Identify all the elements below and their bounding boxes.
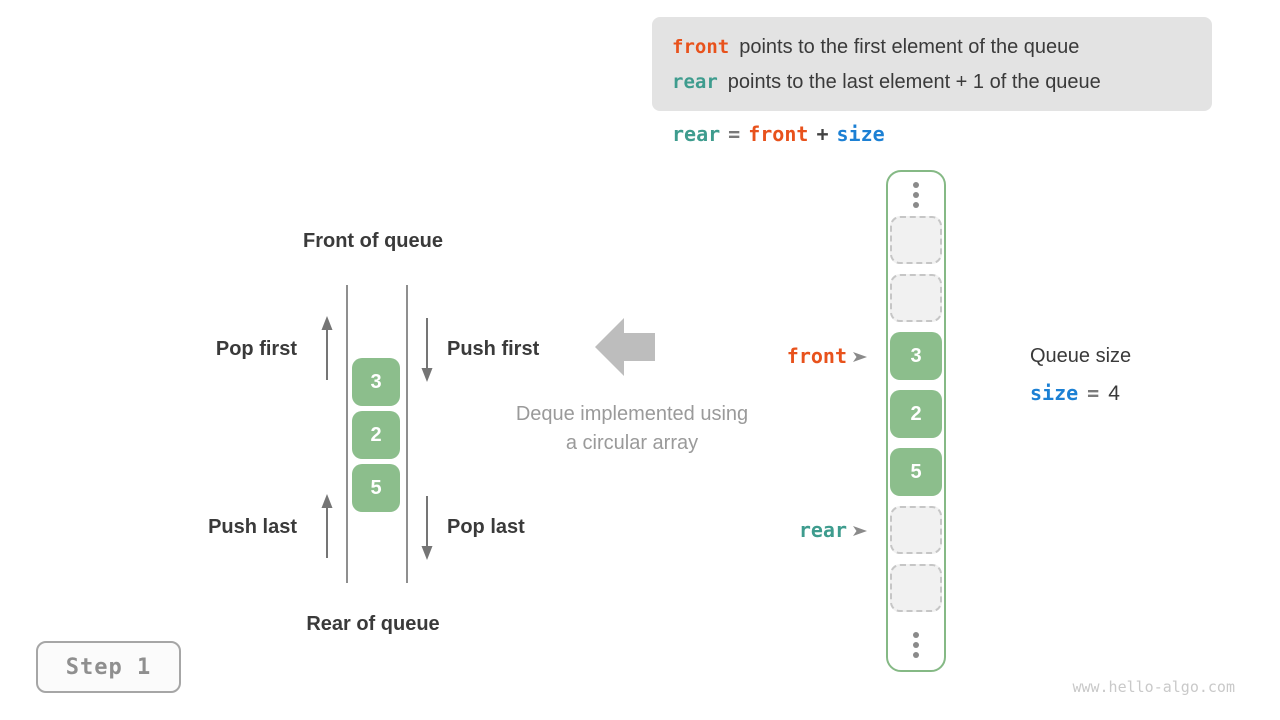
- formula-size: size: [836, 122, 885, 146]
- array-cell-empty: [890, 216, 942, 264]
- deque-cell: 5: [352, 464, 400, 512]
- legend-front-text: points to the first element of the queue: [739, 35, 1080, 58]
- up-arrow-icon: [321, 316, 333, 380]
- push-last-label: Push last: [208, 516, 297, 538]
- array-cell: 5: [890, 448, 942, 496]
- caption-line-2: a circular array: [565, 432, 699, 454]
- left-block-arrow-icon: [595, 318, 655, 376]
- legend-line-rear: rear points to the last element + 1 of th…: [672, 67, 1192, 97]
- deque-cell: 2: [352, 411, 400, 459]
- size-value: 4: [1108, 382, 1120, 405]
- formula-rear: rear: [672, 122, 721, 146]
- array-cell: 2: [890, 390, 942, 438]
- push-first-label: Push first: [447, 338, 540, 360]
- front-pointer-label: front: [786, 344, 847, 368]
- queue-size-title: Queue size: [1030, 345, 1132, 367]
- diagram-caption: Deque implemented using a circular array: [482, 400, 782, 458]
- down-arrow-icon: [421, 318, 433, 382]
- down-arrow-icon: [421, 496, 433, 560]
- caption-line-1: Deque implemented using: [515, 403, 749, 425]
- up-arrow-icon: [321, 494, 333, 558]
- front-keyword: front: [672, 35, 730, 58]
- channel-right-wall: [406, 285, 408, 583]
- watermark-url: www.hello-algo.com: [1072, 678, 1235, 696]
- pointer-legend-box: front points to the first element of the …: [652, 17, 1212, 111]
- array-cell-empty: [890, 564, 942, 612]
- front-of-queue-label: Front of queue: [303, 230, 443, 252]
- array-cell-rear: [890, 506, 942, 554]
- queue-size-value-line: size = 4: [1030, 381, 1120, 406]
- pointer-formula: rear = front + size: [672, 122, 885, 146]
- channel-left-wall: [346, 285, 348, 583]
- legend-rear-text: points to the last element + 1 of the qu…: [727, 70, 1101, 93]
- size-keyword: size: [1030, 381, 1079, 405]
- front-pointer-arrowhead-icon: [853, 352, 867, 362]
- ellipsis-top-icon: [913, 182, 919, 208]
- rear-of-queue-label: Rear of queue: [306, 613, 440, 635]
- step-badge: Step 1: [36, 641, 181, 693]
- pop-last-label: Pop last: [447, 516, 525, 538]
- deque-cell: 3: [352, 358, 400, 406]
- formula-equals: =: [728, 122, 741, 146]
- ellipsis-bottom-icon: [913, 632, 919, 658]
- size-equals: =: [1087, 381, 1100, 405]
- array-cell-front: 3: [890, 332, 942, 380]
- array-cell-empty: [890, 274, 942, 322]
- rear-keyword: rear: [672, 70, 718, 93]
- formula-front: front: [748, 122, 809, 146]
- rear-pointer-label: rear: [798, 518, 847, 542]
- pop-first-label: Pop first: [215, 338, 297, 360]
- legend-line-front: front points to the first element of the …: [672, 32, 1192, 62]
- formula-plus: +: [816, 122, 829, 146]
- rear-pointer-arrowhead-icon: [853, 526, 867, 536]
